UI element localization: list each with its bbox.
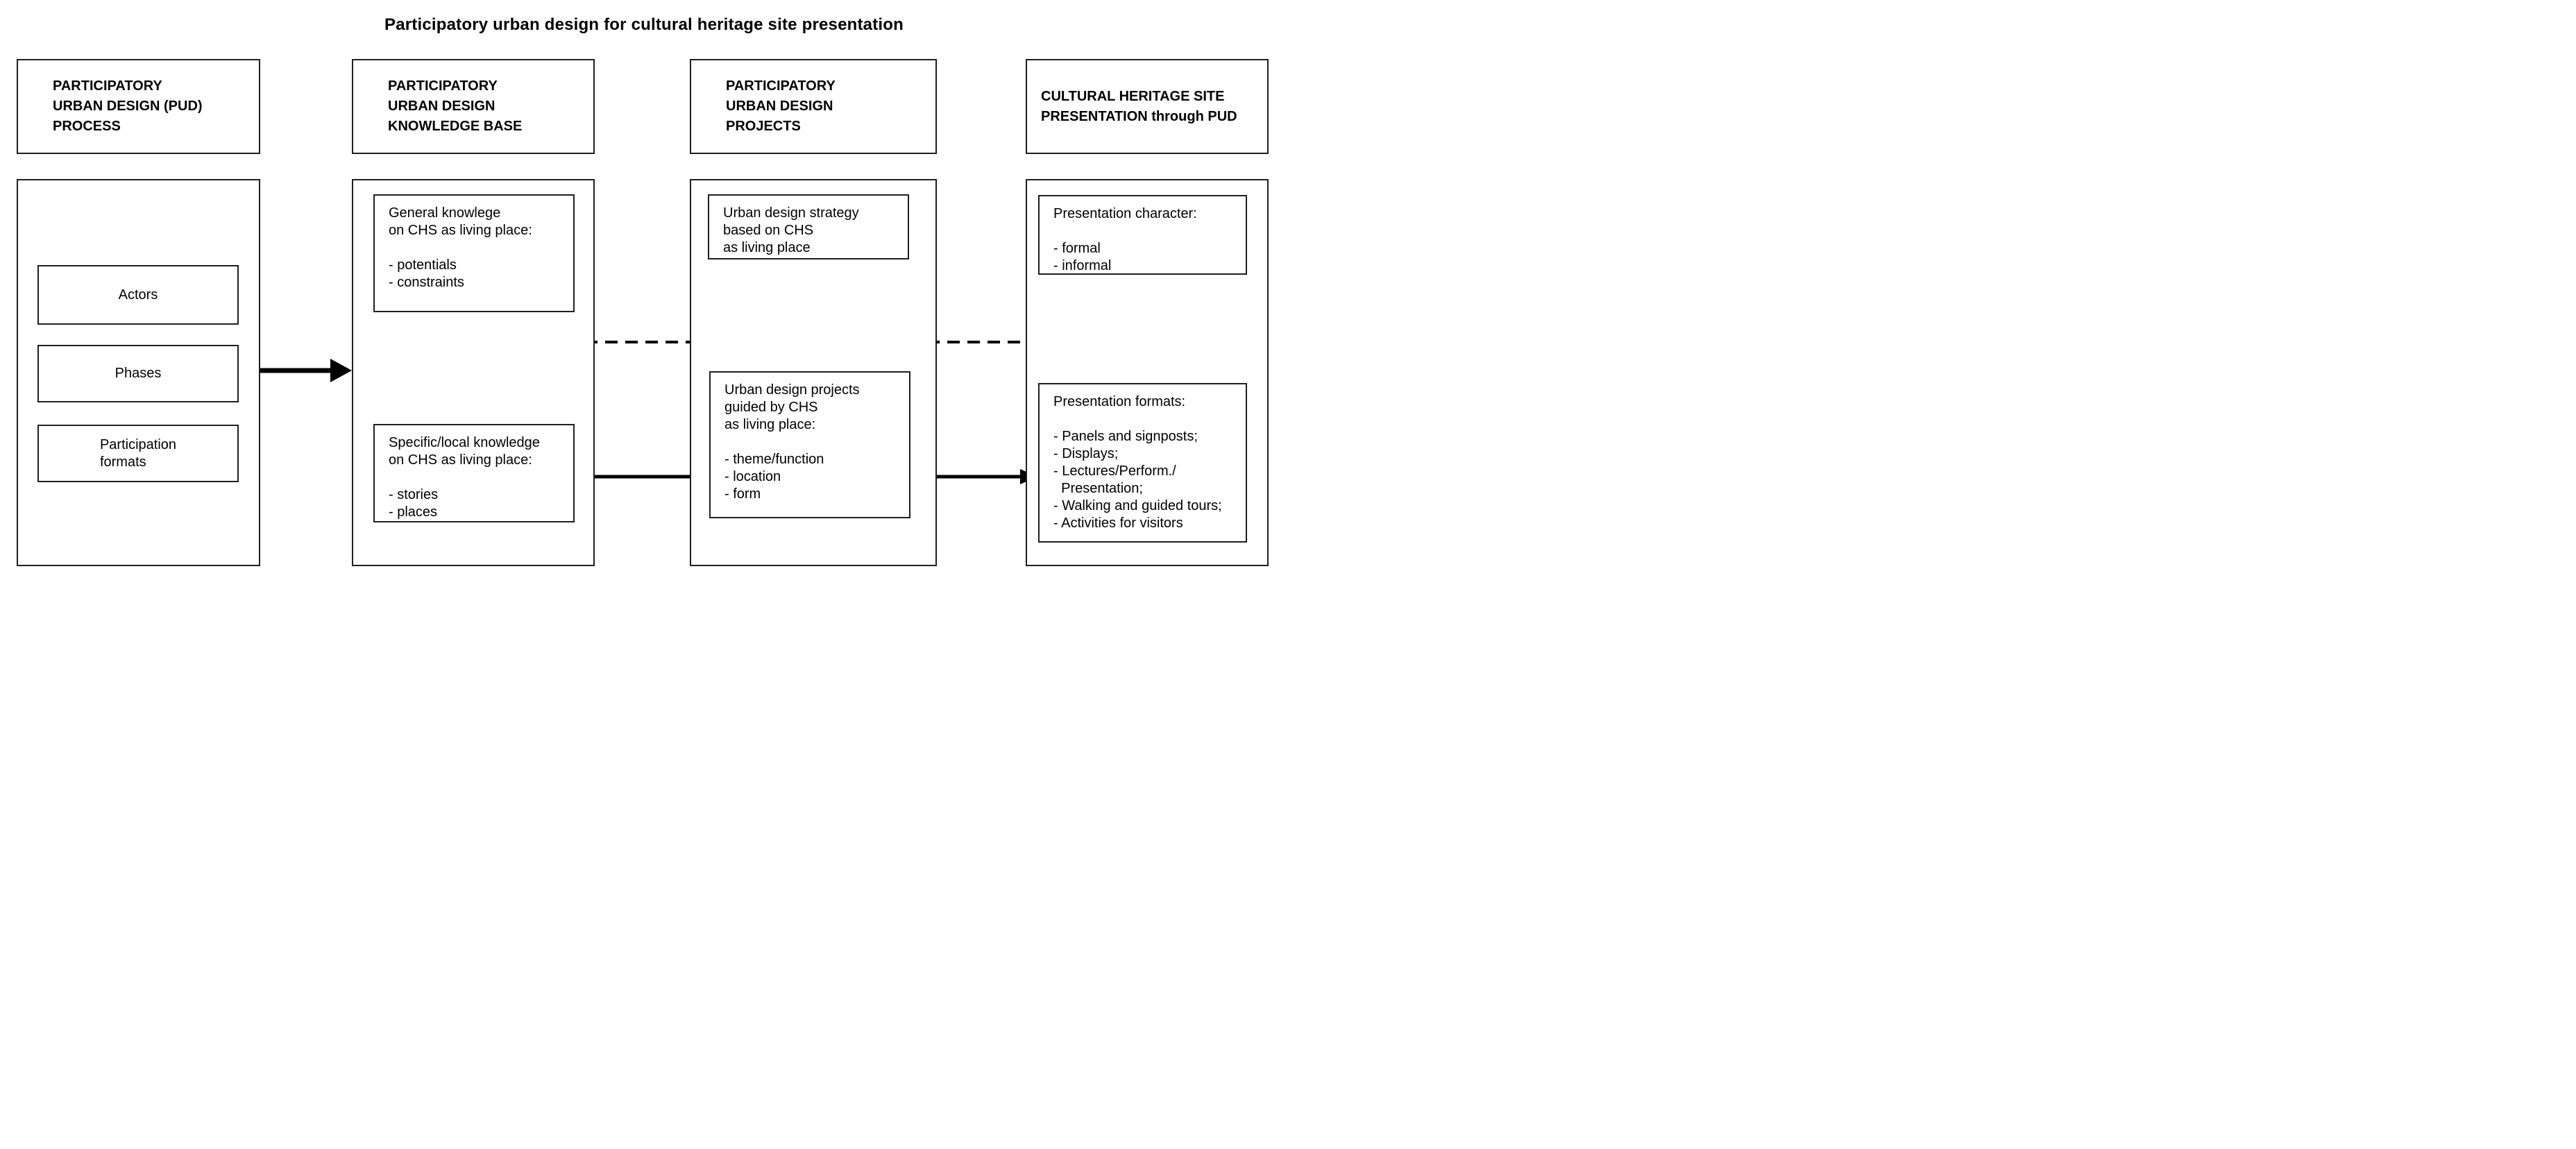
box-phases: Phases xyxy=(37,345,239,402)
diagram-title: Participatory urban design for cultural … xyxy=(384,15,904,34)
box-design-strategy: Urban design strategy based on CHS as li… xyxy=(708,194,909,259)
arrow-process-to-knowledge-base xyxy=(260,359,352,382)
box-actors: Actors xyxy=(37,265,239,325)
box-participation-formats: Participation formats xyxy=(37,425,239,482)
column-header-knowledge-base: PARTICIPATORY URBAN DESIGN KNOWLEDGE BAS… xyxy=(352,59,595,154)
box-specific-knowledge: Specific/local knowledge on CHS as livin… xyxy=(373,424,575,522)
box-presentation-character: Presentation character: - formal - infor… xyxy=(1038,195,1247,275)
column-header-presentation: CULTURAL HERITAGE SITE PRESENTATION thro… xyxy=(1026,59,1269,154)
box-presentation-formats: Presentation formats: - Panels and signp… xyxy=(1038,383,1247,543)
participation-formats-label: Participation formats xyxy=(99,436,177,470)
box-general-knowledge: General knowlege on CHS as living place:… xyxy=(373,194,575,312)
column-header-process: PARTICIPATORY URBAN DESIGN (PUD) PROCESS xyxy=(17,59,260,154)
actors-label: Actors xyxy=(118,287,158,303)
phases-label: Phases xyxy=(115,366,162,381)
column-header-projects: PARTICIPATORY URBAN DESIGN PROJECTS xyxy=(690,59,937,154)
box-design-projects: Urban design projects guided by CHS as l… xyxy=(709,371,910,518)
diagram-canvas: Participatory urban design for cultural … xyxy=(0,0,1288,574)
